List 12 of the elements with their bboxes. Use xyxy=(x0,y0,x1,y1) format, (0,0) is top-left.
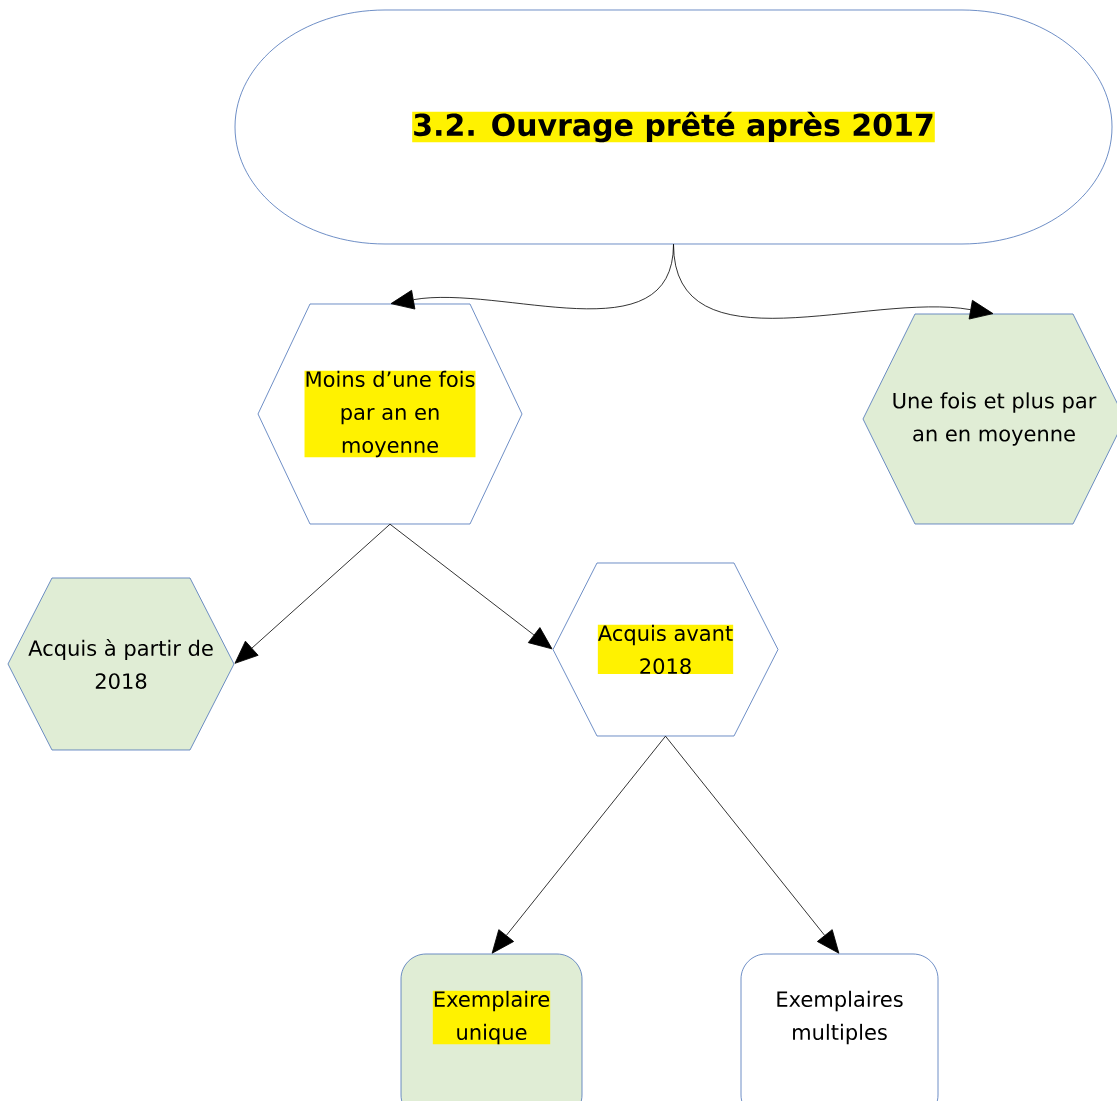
arrow xyxy=(389,523,553,650)
hexagon-node: Moins d’une fois par an en moyenne xyxy=(257,303,523,525)
hexagon-node: Une fois et plus par an en moyenne xyxy=(862,313,1117,525)
arrow xyxy=(234,523,391,664)
rounded-box: Exemplaire unique xyxy=(400,953,583,1101)
title-stadium: 3.2. Ouvrage prêté après 2017 xyxy=(234,9,1113,245)
rounded-box: Exemplaires multiples xyxy=(740,953,939,1101)
arrow xyxy=(673,243,994,320)
hexagon-node: Acquis à partir de 2018 xyxy=(7,577,235,751)
arrow xyxy=(665,735,840,954)
arrow xyxy=(491,735,666,954)
hexagon-node: Acquis avant 2018 xyxy=(552,562,779,737)
